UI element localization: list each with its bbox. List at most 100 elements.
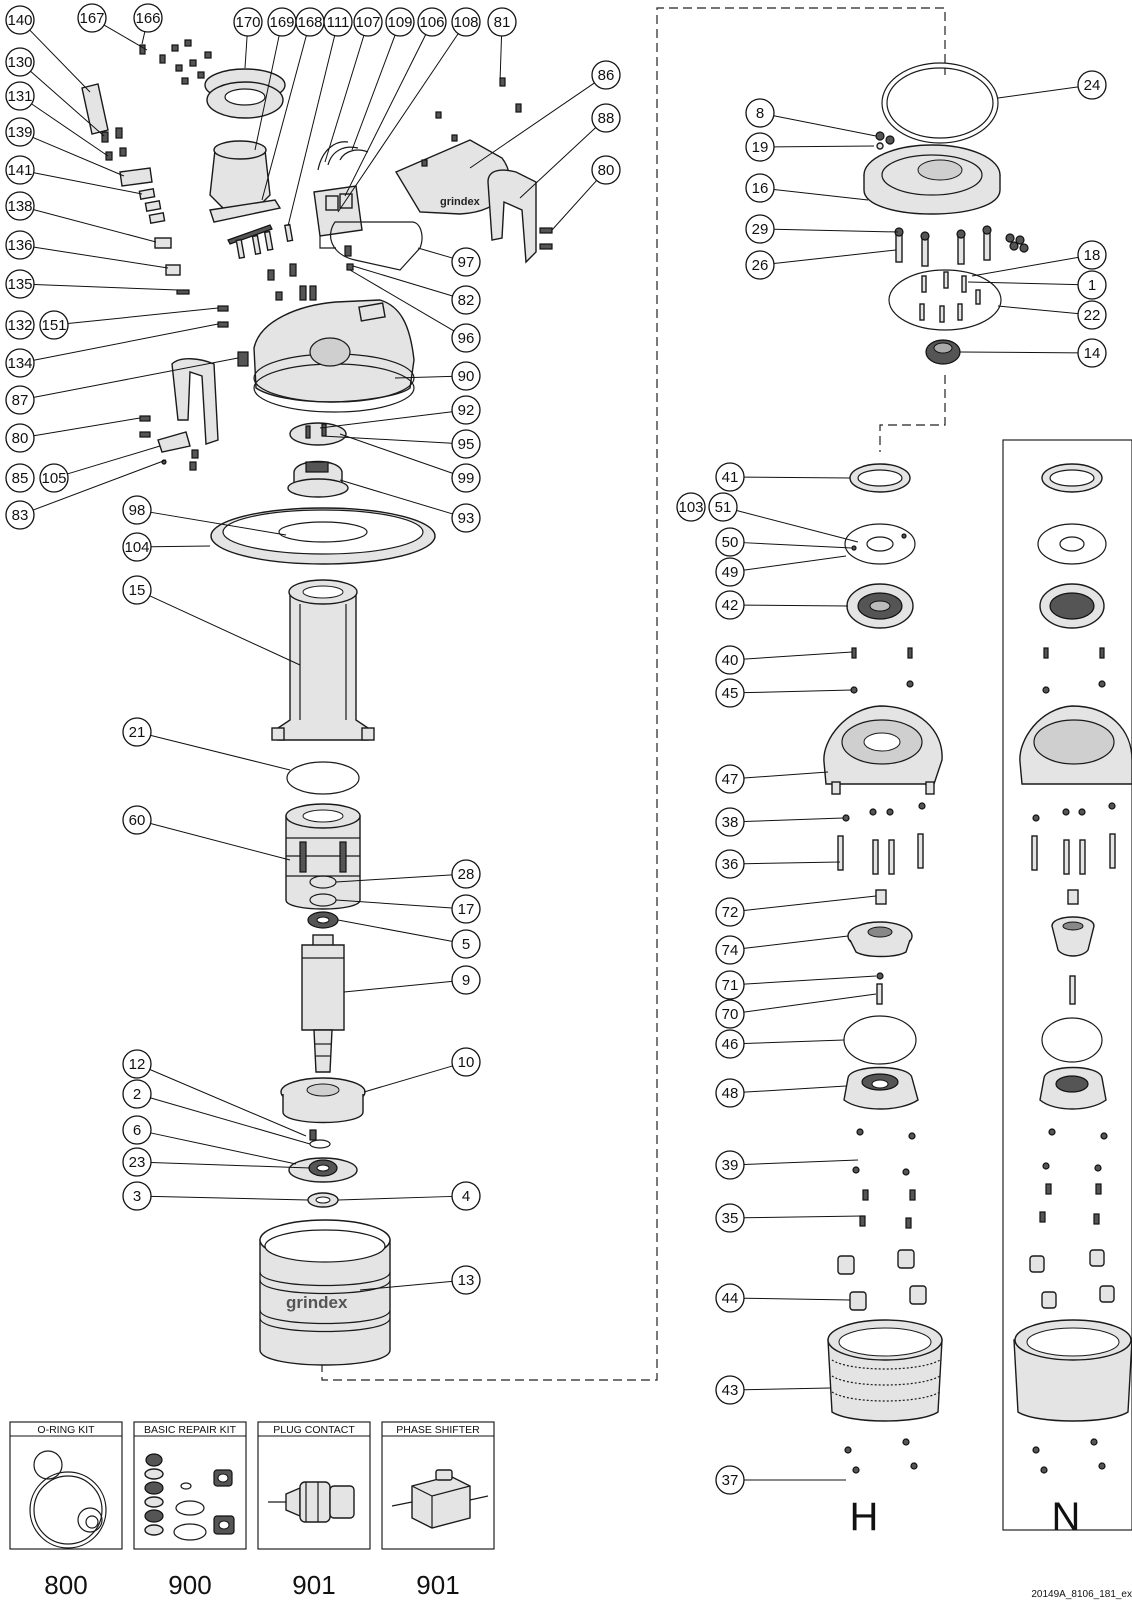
callout-9: 9 [343, 965, 481, 995]
ring-2 [309, 1139, 331, 1149]
kit-title: BASIC REPAIR KIT [144, 1424, 237, 1436]
outer-jacket-13 [259, 1239, 391, 1366]
callout-number: 134 [7, 355, 32, 372]
callout-140: 140 [5, 5, 91, 93]
callout-circle [122, 717, 152, 747]
callout-circle [77, 3, 107, 33]
callout-166: 166 [133, 3, 163, 45]
callout-70: 70 [715, 993, 877, 1029]
kit-box-plug-contact: PLUG CONTACT 901 [257, 1421, 371, 1600]
callout-132: 132 [5, 310, 35, 340]
callout-leader [469, 82, 595, 169]
callout-circle [715, 1203, 745, 1233]
callout-leader [337, 919, 453, 942]
callout-number: 96 [458, 330, 475, 347]
callout-leader [773, 249, 897, 264]
callout-leader [67, 307, 219, 325]
callout-number: 35 [722, 1210, 739, 1227]
left-column-parts: grindex [81, 39, 553, 1366]
handle-88 [487, 169, 537, 264]
callout-number: 108 [453, 14, 478, 31]
callout-number: 109 [387, 14, 412, 31]
kit-boxes: O-RING KIT 800 BASIC REPAIR KIT [9, 1421, 495, 1600]
callout-80: 80 [5, 417, 141, 453]
callout-46: 46 [715, 1029, 845, 1059]
h-column-parts [823, 62, 1029, 1474]
assembly-dashed-lines [321, 7, 946, 1381]
callout-circle [5, 463, 35, 493]
callout-leader [967, 281, 1079, 286]
callout-leader [743, 895, 877, 911]
variant-n-frame [1002, 439, 1132, 1531]
callout-circle [122, 1147, 152, 1177]
callout-number: 105 [41, 470, 66, 487]
callout-leader [150, 823, 291, 861]
callout-circle [715, 1283, 745, 1313]
callout-circle [715, 1150, 745, 1180]
callout-48: 48 [715, 1078, 847, 1108]
callout-number: 111 [327, 14, 350, 31]
callout-number: 37 [722, 1472, 739, 1489]
callout-leader [743, 604, 849, 607]
callout-number: 107 [355, 14, 380, 31]
kit-title: PHASE SHIFTER [396, 1424, 480, 1436]
callout-104: 104 [122, 532, 211, 562]
callout-number: 132 [7, 317, 32, 334]
callout-circle [451, 247, 481, 277]
callout-81: 81 [487, 7, 517, 83]
callout-8: 8 [745, 98, 877, 137]
callout-41: 41 [715, 462, 851, 492]
callout-circle [5, 5, 35, 35]
callout-number: 36 [722, 856, 739, 873]
callout-105: 105 [39, 445, 161, 493]
callout-circle [715, 999, 745, 1029]
callout-80: 80 [551, 155, 621, 231]
callout-number: 92 [458, 402, 475, 419]
callout-leader [337, 33, 459, 213]
callout-6: 6 [122, 1115, 297, 1165]
callout-circle [715, 935, 745, 965]
callout-99: 99 [339, 433, 481, 493]
callout-leader [33, 417, 141, 437]
callout-number: 48 [722, 1085, 739, 1102]
callout-circle [353, 7, 383, 37]
callout-circle [451, 429, 481, 459]
callout-138: 138 [5, 191, 157, 243]
callout-85: 85 [5, 463, 35, 493]
callout-leader [736, 510, 859, 543]
callout-number: 70 [722, 1006, 739, 1023]
callout-15: 15 [122, 575, 301, 666]
callout-16: 16 [745, 173, 869, 203]
callout-95: 95 [321, 429, 481, 459]
callout-circle [5, 385, 35, 415]
callout-number: 44 [722, 1290, 739, 1307]
callout-35: 35 [715, 1203, 863, 1233]
callout-leader [339, 433, 453, 474]
callout-circle [5, 155, 35, 185]
callout-circle [715, 1375, 745, 1405]
callout-circle [451, 285, 481, 315]
callout-leader [67, 445, 161, 475]
callout-83: 83 [5, 459, 167, 530]
callout-82: 82 [352, 265, 481, 315]
callout-40: 40 [715, 645, 853, 675]
callout-number: 23 [129, 1154, 146, 1171]
callout-number: 45 [722, 685, 739, 702]
callout-number: 170 [235, 14, 260, 31]
callout-number: 72 [722, 904, 739, 921]
stator-60 [285, 815, 361, 910]
callout-circle [451, 7, 481, 37]
callout-leader [150, 1195, 309, 1201]
callout-21: 21 [122, 717, 291, 771]
callout-circle [1077, 270, 1107, 300]
callout-circle [745, 173, 775, 203]
callout-leader [743, 651, 853, 660]
variant-n-label: N [1052, 1495, 1081, 1539]
callout-number: 168 [297, 14, 322, 31]
callout-90: 90 [394, 361, 481, 391]
callout-circle [715, 897, 745, 927]
callout-number: 90 [458, 368, 475, 385]
callout-139: 139 [5, 117, 125, 177]
callout-number: 97 [458, 254, 475, 271]
callout-leader [743, 542, 853, 549]
